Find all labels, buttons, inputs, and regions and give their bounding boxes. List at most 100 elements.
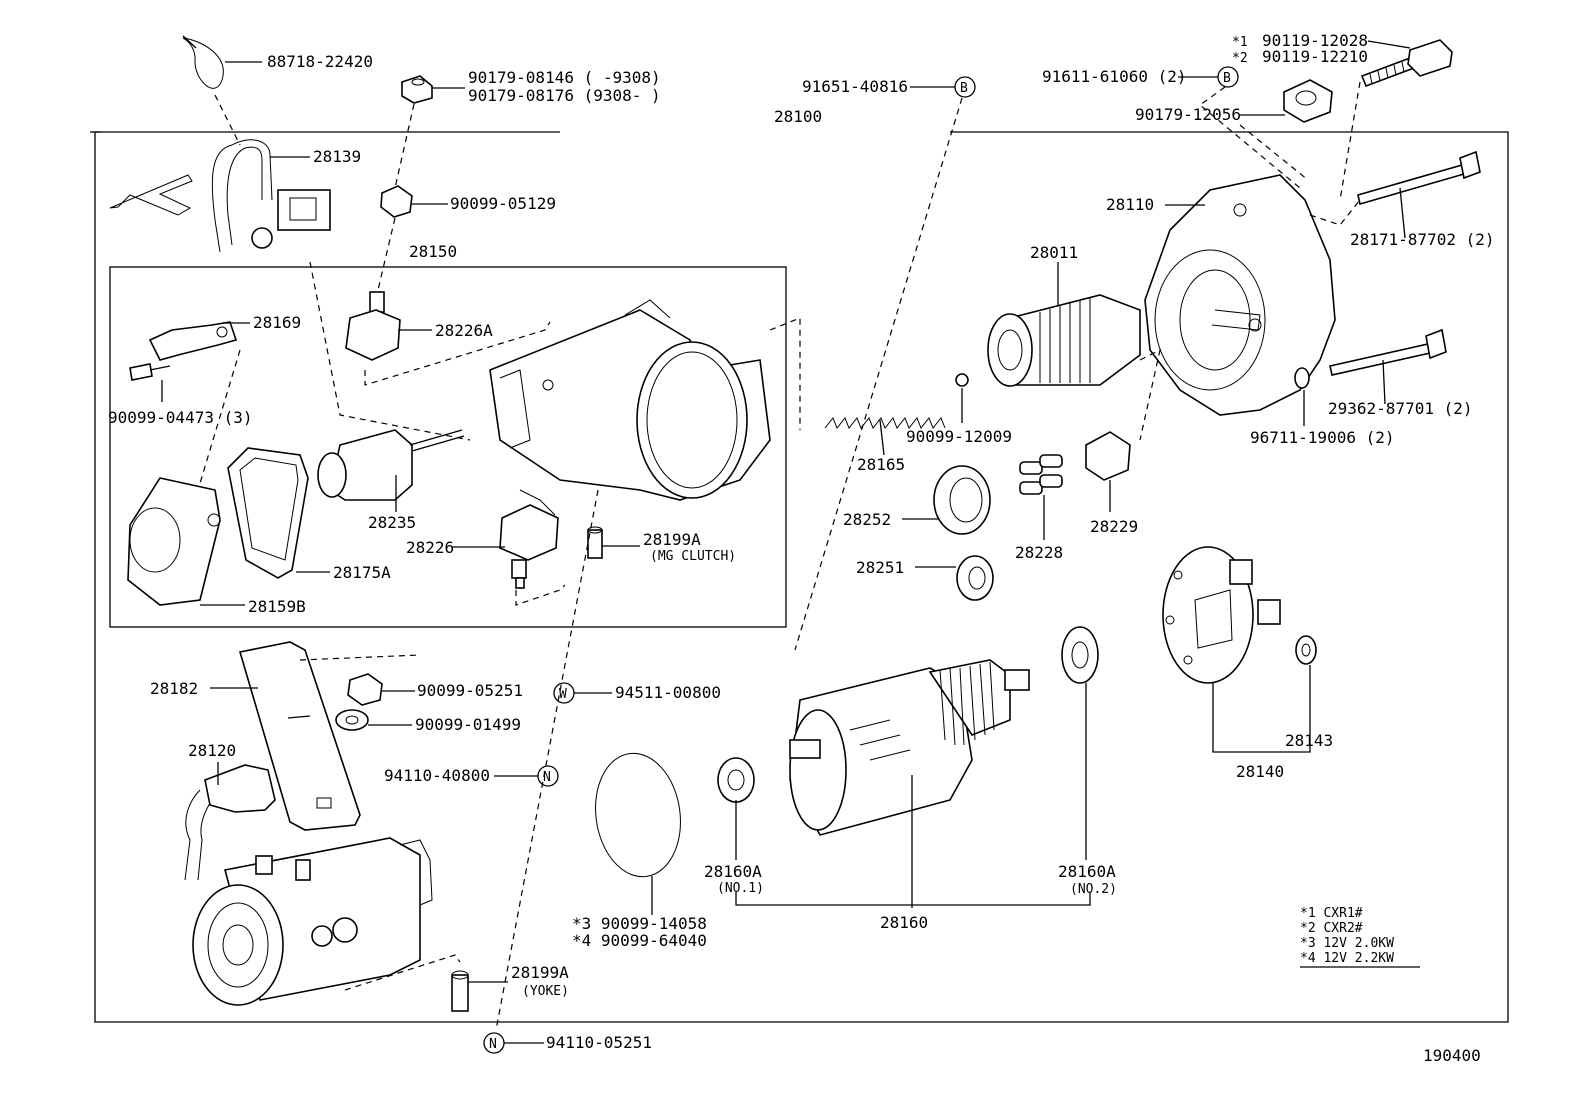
- spring-28143: [1295, 635, 1317, 665]
- callout-88718: 88718-22420: [267, 52, 373, 71]
- callout-28199A-yoke-note: (YOKE): [522, 984, 569, 999]
- legend-line-2: *2 CXR2#: [1300, 921, 1363, 936]
- callout-28110: 28110: [1106, 195, 1154, 214]
- callout-28252: 28252: [843, 510, 891, 529]
- callout-28139: 28139: [313, 147, 361, 166]
- gasket-28175A: [227, 447, 309, 579]
- callout-90179-b: 90179-08176 (9308- ): [468, 86, 661, 105]
- legend: *1 CXR1# *2 CXR2# *3 12V 2.0KW *4 12V 2.…: [1300, 906, 1420, 968]
- legend-line-1: *1 CXR1#: [1300, 906, 1363, 921]
- yoke-28120: [184, 764, 433, 1006]
- ref-circle-b: [954, 76, 976, 98]
- callout-90119-a-mark: *1: [1232, 35, 1248, 50]
- drive-housing-28110: [1144, 174, 1336, 416]
- retainer-28229: [1085, 431, 1131, 481]
- callout-28143: 28143: [1285, 731, 1333, 750]
- callout-28226: 28226: [406, 538, 454, 557]
- ref-n-2: N: [489, 1037, 497, 1052]
- callout-28251: 28251: [856, 558, 904, 577]
- callout-90119-b: 90119-12210: [1262, 47, 1368, 66]
- callout-90099-05251: 90099-05251: [417, 681, 523, 700]
- bearing-28160A-2: [1061, 626, 1099, 684]
- callout-90099-04473: 90099-04473 (3): [108, 408, 253, 427]
- washer-96711: [1294, 367, 1310, 389]
- callout-28160A-1-note: (NO.1): [717, 881, 764, 896]
- ref-b-2: B: [1223, 71, 1231, 86]
- ref-b-1: B: [960, 81, 968, 96]
- callout-28199A-mg: 28199A: [643, 530, 701, 549]
- callout-90099-14058: *3 90099-14058: [572, 914, 707, 933]
- callout-90119-b-mark: *2: [1232, 51, 1248, 66]
- washer-90099-01499: [335, 709, 369, 731]
- callout-28160: 28160: [880, 913, 928, 932]
- callout-28160A-1: 28160A: [704, 862, 762, 881]
- through-bolt-28171: [1357, 150, 1481, 206]
- nut-90179: [401, 75, 433, 104]
- nut-90099-05251: [347, 673, 383, 706]
- gear-28251: [956, 555, 994, 601]
- terminal-28226: [499, 489, 559, 589]
- callout-28199A-yoke: 28199A: [511, 963, 569, 982]
- bolt-90119: [1360, 39, 1453, 88]
- callout-90099-05129: 90099-05129: [450, 194, 556, 213]
- callout-90179-a: 90179-08146 ( -9308): [468, 68, 661, 87]
- clip-28199A-mg: [587, 526, 603, 559]
- callout-28171: 28171-87702 (2): [1350, 230, 1495, 249]
- callout-28175A: 28175A: [333, 563, 391, 582]
- nut-90099-05129: [380, 185, 413, 218]
- callout-90099-12009: 90099-12009: [906, 427, 1012, 446]
- callout-91611: 91611-61060 (2): [1042, 67, 1187, 86]
- screw-90099-04473: [129, 363, 171, 381]
- callout-90099-64040: *4 90099-64040: [572, 931, 707, 950]
- callout-28159B: 28159B: [248, 597, 306, 616]
- figure-number: 190400: [1423, 1046, 1481, 1065]
- contact-plate-28169: [148, 321, 238, 361]
- rollers-28228: [1019, 454, 1063, 495]
- callout-28011: 28011: [1030, 243, 1078, 262]
- ref-w: W: [559, 687, 567, 702]
- callout-28160A-2-note: (NO.2): [1070, 882, 1117, 897]
- callout-28140: 28140: [1236, 762, 1284, 781]
- callout-28165: 28165: [857, 455, 905, 474]
- spring-28165: [824, 417, 946, 429]
- callout-28199A-mg-note: (MG CLUTCH): [650, 549, 736, 564]
- callout-28228: 28228: [1015, 543, 1063, 562]
- clip-28199A-yoke: [451, 970, 469, 1012]
- subassembly-label: 28150: [409, 242, 457, 261]
- legend-line-4: *4 12V 2.2KW: [1300, 951, 1394, 966]
- terminal-bolt-28226A: [345, 291, 401, 361]
- callout-96711: 96711-19006 (2): [1250, 428, 1395, 447]
- ref-n-1: N: [543, 770, 551, 785]
- callout-90099-01499: 90099-01499: [415, 715, 521, 734]
- starter-clutch-28011: [987, 294, 1141, 387]
- callout-90119-a: 90119-12028: [1262, 31, 1368, 50]
- lead-wire-28139: [109, 139, 331, 253]
- callout-90179-12056: 90179-12056: [1135, 105, 1241, 124]
- callout-94110-05251: 94110-05251: [546, 1033, 652, 1052]
- subassembly-frame: [109, 266, 787, 628]
- callout-28120: 28120: [188, 741, 236, 760]
- assembly-label: 28100: [774, 107, 822, 126]
- callout-94511: 94511-00800: [615, 683, 721, 702]
- end-cover-28159B: [127, 477, 221, 606]
- callout-28229: 28229: [1090, 517, 1138, 536]
- callout-94110-40800: 94110-40800: [384, 766, 490, 785]
- o-ring-90099-14058: [595, 752, 681, 878]
- solenoid-housing: [489, 299, 771, 501]
- callout-28169: 28169: [253, 313, 301, 332]
- insulator-28182: [238, 641, 361, 831]
- callout-28235: 28235: [368, 513, 416, 532]
- cable-tie: [182, 35, 224, 89]
- callout-28182: 28182: [150, 679, 198, 698]
- nut-90179-12056: [1283, 79, 1333, 123]
- assembly-frame: [90, 131, 1509, 1023]
- callout-91651: 91651-40816: [802, 77, 908, 96]
- idler-gear-28252: [933, 465, 991, 535]
- legend-line-3: *3 12V 2.0KW: [1300, 936, 1394, 951]
- brush-holder-28140: [1162, 546, 1281, 684]
- through-bolt-29362: [1329, 328, 1447, 376]
- callout-29362: 29362-87701 (2): [1328, 399, 1473, 418]
- plunger-28235: [317, 429, 465, 501]
- ref-circle-b2: [1217, 66, 1239, 88]
